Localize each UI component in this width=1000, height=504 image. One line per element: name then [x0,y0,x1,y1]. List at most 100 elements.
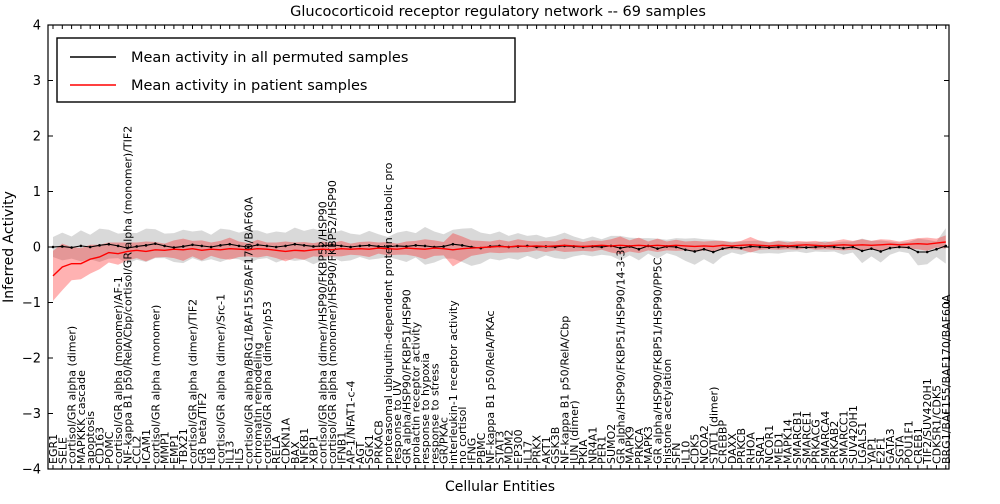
data-series [51,241,948,277]
permuted-point-marker [851,245,855,249]
x-tick-label: XBP1 [307,435,320,464]
x-tick-label: MAPKKK cascade [75,370,88,464]
x-tick-label: NF-kappa B1 p50/RelA/Cbp/cortisol/GR alp… [121,126,134,464]
x-tick-label: NCOR1 [763,425,776,464]
permuted-point-marker [367,244,371,247]
x-tick-label: chromatin remodeling [252,342,265,464]
permuted-point-marker [256,243,259,247]
x-tick-label: NCOA2 [698,425,711,464]
permuted-point-marker [916,250,920,254]
permuted-point-marker [879,250,882,253]
x-tick-label: MDM2 [503,430,516,464]
permuted-point-marker [888,246,892,250]
x-tick-label: prolactin receptor activity [410,321,423,464]
x-tick-label: RELA [270,435,283,464]
permuted-point-marker [191,243,194,247]
permuted-point-marker [777,245,780,249]
permuted-point-marker [767,246,771,249]
permuted-point-marker [423,244,427,248]
x-tick-label: GR alpha/HSP90/FKBP51/HSP90 [400,289,413,464]
permuted-point-marker [907,246,910,249]
x-tick-label: SMARCB1 [791,411,804,464]
permuted-point-marker [349,245,352,249]
legend-label-patient: Mean activity in patient samples [131,78,367,94]
permuted-point-marker [935,247,938,251]
permuted-point-marker [116,244,120,248]
x-tick-label: PBMC [475,432,488,464]
x-tick-label: PRKAB2 [828,421,841,464]
x-tick-label: POU1F1 [903,420,916,464]
x-tick-label: RHOA [745,432,758,464]
x-tick-label: PKIA [577,439,590,464]
permuted-point-marker [739,246,743,250]
x-tick-label: E2F1 [875,437,888,464]
x-tick-label: MAPK9 [624,426,637,464]
permuted-point-marker [330,243,334,247]
permuted-point-marker [405,245,408,248]
x-tick-label: TIF2/SUV420H1 [921,378,934,465]
x-tick-label: SGTA [893,435,906,464]
x-tick-label: GR alpha/HSP90/FKBP51/HSP90/14-3-3 [614,250,627,464]
patient-mean-line [52,241,946,277]
x-tick-label: IL5 [233,448,246,464]
x-tick-label: PRKACG [810,419,823,464]
axis-ticks [48,24,949,470]
x-tick-label: BAX [289,441,302,464]
permuted-point-marker [284,244,287,248]
permuted-point-marker [749,245,752,248]
x-tick-label: SGK1 [363,434,376,464]
x-tick-label: cortisol/GR alpha (dimer)/HSP90/FKBP52/H… [317,201,330,464]
permuted-point-marker [684,248,687,252]
x-tick-label: SMARCE1 [800,411,813,464]
x-tick-label: AKT1 [540,436,553,464]
x-tick-label: IL10 [679,441,692,464]
permuted-point-marker [712,250,715,254]
x-tick-label: SRA1 [754,435,767,464]
y-tick-label: 2 [33,130,41,145]
x-tick-label: DAXX [726,433,739,464]
permuted-point-marker [302,244,306,247]
permuted-point-marker [237,244,241,248]
permuted-point-marker [219,244,222,247]
x-tick-label: CDK5R1/CDK5 [931,385,944,464]
permuted-point-marker [795,245,799,249]
y-axis-label: Inferred Activity [1,191,17,303]
x-tick-label: CD163 [94,427,107,464]
y-tick-label: −4 [22,463,41,478]
x-tick-label: ICAM1 [140,429,153,464]
permuted-point-marker [898,245,901,249]
permuted-point-marker [209,245,213,249]
permuted-point-marker [758,245,762,249]
permuted-point-marker [274,245,278,249]
x-tick-label: cortisol/GR alpha (dimer)/TIF2 [187,299,200,464]
legend-label-permuted: Mean activity in all permuted samples [131,50,408,66]
x-tick-label: JUN (dimer) [568,400,581,465]
permuted-point-marker [163,244,166,248]
x-tick-label: response to UV [391,380,404,464]
x-tick-label: SFN [670,442,683,464]
x-tick-label: SUV420H1 [847,405,860,464]
permuted-point-marker [451,242,455,246]
permuted-point-marker [702,247,706,251]
permuted-point-marker [637,247,641,251]
permuted-point-marker [126,246,129,250]
x-tick-label: EP300 [512,429,525,464]
permuted-point-marker [925,250,929,254]
x-tick-label: PER1 [596,436,609,464]
y-tick-label: −2 [22,352,41,367]
x-tick-label: cortisol/GR alpha/BRG1/BAF155/BAF170/BAF… [242,196,255,464]
permuted-point-marker [79,244,83,248]
y-tick-label: 1 [33,185,41,200]
x-tick-label: AP-1/NFAT1-c-4 [345,380,358,464]
permuted-point-marker [656,247,659,250]
permuted-point-marker [61,245,64,248]
permuted-point-marker [321,244,325,248]
x-tick-label: histone acetylation [661,359,674,464]
permuted-point-marker [181,245,185,248]
permuted-point-marker [460,244,464,247]
x-tick-label: IL8 [205,448,218,464]
x-tick-label: IL13 [224,441,237,464]
